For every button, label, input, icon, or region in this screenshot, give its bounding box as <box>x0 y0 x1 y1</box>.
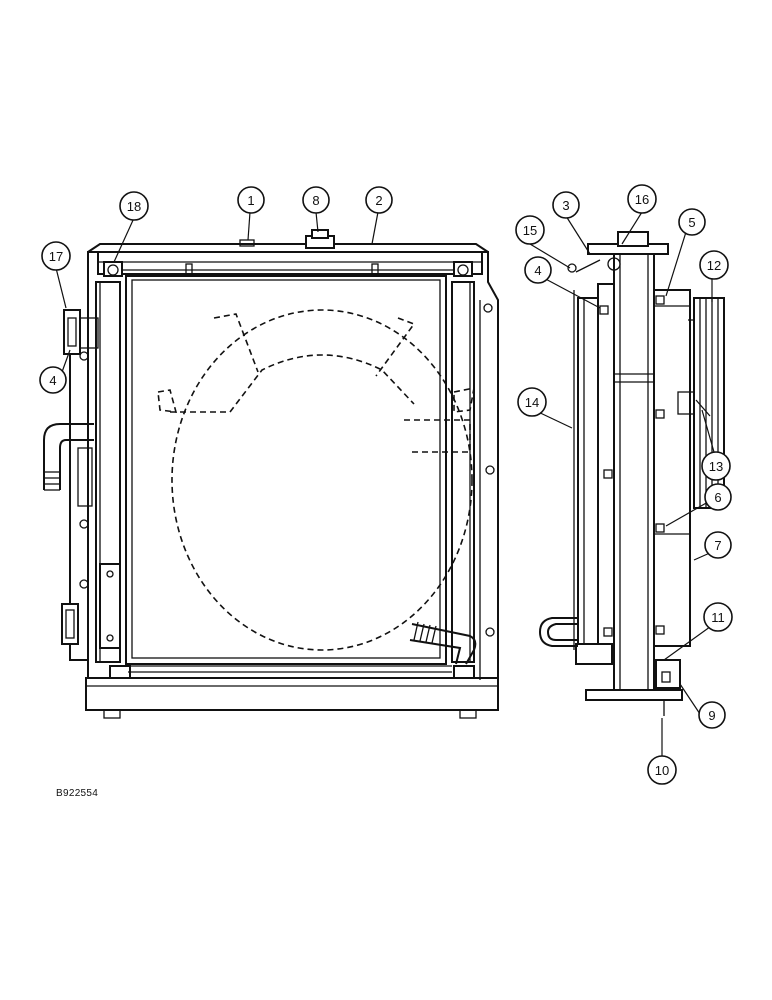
callout-label: 13 <box>709 459 723 474</box>
callout-3: 3 <box>552 191 580 219</box>
callout-16: 16 <box>627 184 657 214</box>
callout-13: 13 <box>701 451 731 481</box>
callout-label: 3 <box>562 198 569 213</box>
callout-label: 18 <box>127 199 141 214</box>
callout-5: 5 <box>678 208 706 236</box>
callout-12: 12 <box>699 250 729 280</box>
radiator-side-view <box>538 231 725 716</box>
radiator-front-view <box>43 229 499 719</box>
figure-reference-code: B922554 <box>56 788 99 799</box>
callout-label: 7 <box>714 538 721 553</box>
callout-4-left: 4 <box>39 366 67 394</box>
callout-label: 14 <box>525 395 539 410</box>
callout-label: 10 <box>655 763 669 778</box>
callout-8: 8 <box>302 186 330 214</box>
callout-1: 1 <box>237 186 265 214</box>
callout-label: 5 <box>688 215 695 230</box>
callout-15: 15 <box>515 215 545 245</box>
callout-label: 16 <box>635 192 649 207</box>
callout-10: 10 <box>647 755 677 785</box>
callout-6: 6 <box>704 483 732 511</box>
callout-label: 8 <box>312 193 319 208</box>
callout-label: 9 <box>708 708 715 723</box>
callout-2: 2 <box>365 186 393 214</box>
callout-label: 17 <box>49 249 63 264</box>
callout-4-right: 4 <box>524 256 552 284</box>
callout-label: 4 <box>534 263 541 278</box>
callout-label: 15 <box>523 223 537 238</box>
callout-11: 11 <box>703 602 733 632</box>
callout-7: 7 <box>704 531 732 559</box>
callout-label: 1 <box>247 193 254 208</box>
callout-14: 14 <box>517 387 547 417</box>
leader-lines <box>55 211 715 756</box>
callout-label: 4 <box>49 373 56 388</box>
callout-label: 12 <box>707 258 721 273</box>
callout-label: 11 <box>711 610 725 625</box>
callout-label: 6 <box>714 490 721 505</box>
callout-9: 9 <box>698 701 726 729</box>
callout-17: 17 <box>41 241 71 271</box>
callout-18: 18 <box>119 191 149 221</box>
callout-label: 2 <box>375 193 382 208</box>
